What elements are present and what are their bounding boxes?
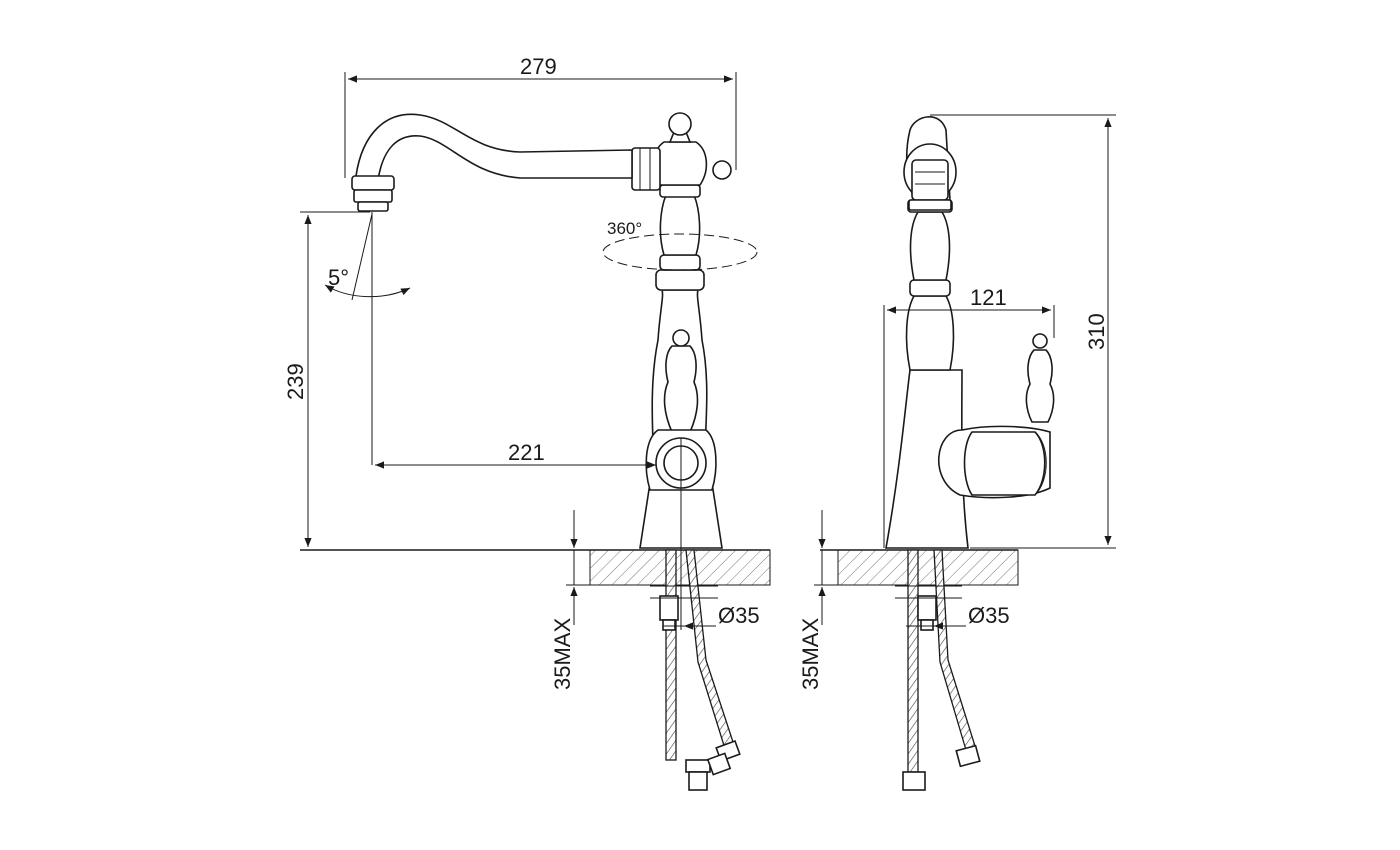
tilt-angle-label: 5° [328, 265, 349, 290]
dim-overall-width: 279 [344, 54, 737, 178]
dim-side-hole: Ø35 [906, 603, 1010, 630]
side-view: 121 310 35MAX Ø35 [798, 114, 1116, 791]
side-countertop [837, 549, 1019, 586]
rotation-ellipse [602, 233, 758, 271]
front-diameter-label: Ø35 [718, 603, 760, 628]
front-supply-hoses [650, 549, 741, 791]
front-view: 360° 5° 279 221 239 [283, 54, 771, 791]
dim-239-label: 239 [283, 363, 308, 400]
side-supply-hoses [895, 549, 981, 791]
front-countertop [589, 549, 771, 586]
dim-spout-height: 239 [283, 211, 370, 547]
dim-221-label: 221 [508, 440, 545, 465]
dim-121-label: 121 [970, 285, 1007, 310]
dim-310-label: 310 [1084, 313, 1109, 350]
front-35max-label: 35MAX [550, 618, 575, 690]
dim-side-max-thickness: 35MAX [798, 510, 838, 690]
dim-279-label: 279 [520, 54, 557, 79]
side-faucet-body [885, 116, 1055, 549]
dim-front-max-thickness: 35MAX [550, 510, 590, 690]
dim-front-hole: Ø35 [663, 603, 760, 630]
dim-overall-height: 310 [930, 114, 1116, 549]
front-faucet-body [351, 112, 732, 549]
rotation-label: 360° [607, 219, 642, 238]
side-diameter-label: Ø35 [968, 603, 1010, 628]
tilt-angle-marker: 5° [324, 212, 411, 465]
dim-spout-reach: 221 [375, 438, 682, 630]
side-35max-label: 35MAX [798, 618, 823, 690]
dim-depth: 121 [883, 285, 1055, 548]
